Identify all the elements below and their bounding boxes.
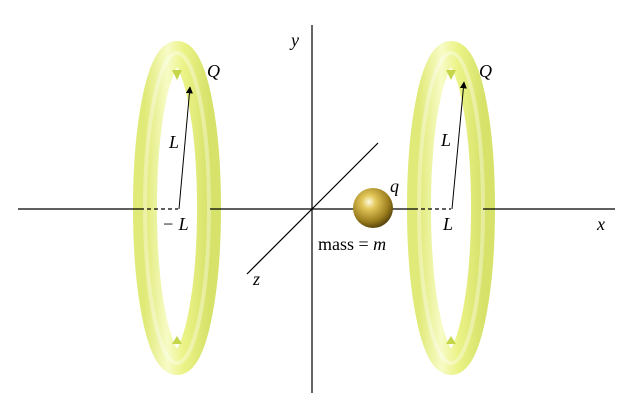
right-ring <box>407 41 495 375</box>
charged-particle <box>353 188 393 228</box>
z-axis-label: z <box>252 269 260 289</box>
particle-mass-label: mass = m <box>318 234 386 254</box>
mass-symbol: m <box>373 234 386 254</box>
axes <box>18 25 615 393</box>
z-axis <box>246 142 379 275</box>
y-axis-label: y <box>289 30 299 50</box>
left-ring-charge-label: Q <box>207 61 220 81</box>
left-radius-arrow <box>178 86 193 210</box>
particle-charge-label: q <box>390 176 399 196</box>
mass-prefix: mass = <box>318 234 373 254</box>
right-position-label: L <box>442 214 453 234</box>
left-position-label: − L <box>162 214 189 234</box>
left-ring <box>133 41 221 375</box>
x-axis-label: x <box>596 214 605 234</box>
left-radius-label: L <box>168 132 179 152</box>
right-radius-arrow <box>451 81 467 210</box>
right-ring-charge-label: Q <box>479 61 492 81</box>
right-radius-label: L <box>440 130 451 150</box>
